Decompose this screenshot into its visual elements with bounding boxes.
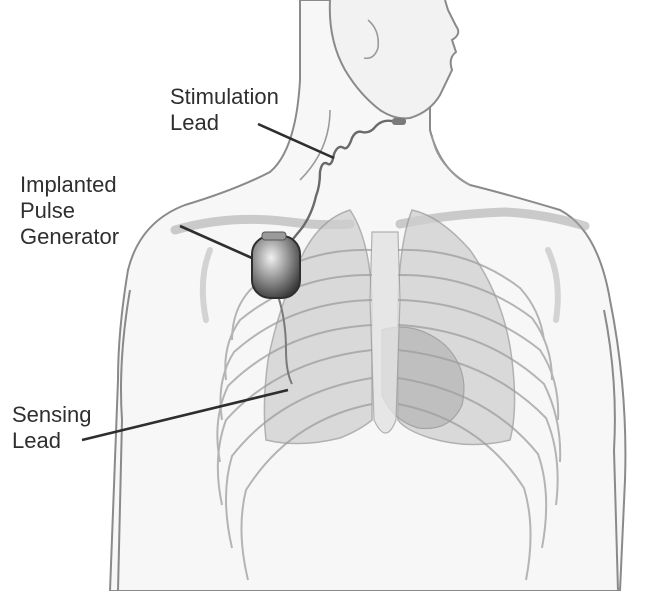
pulse-generator-label: Implanted Pulse Generator xyxy=(20,172,119,250)
pulse-generator-label-line1: Implanted xyxy=(20,172,119,198)
stimulation-lead-label-line2: Lead xyxy=(170,110,279,136)
stimulation-lead-label-line1: Stimulation xyxy=(170,84,279,110)
pulse-generator-label-line2: Pulse xyxy=(20,198,119,224)
stimulation-lead-label: Stimulation Lead xyxy=(170,84,279,136)
pulse-generator-device xyxy=(252,232,300,298)
sensing-lead-label-line2: Lead xyxy=(12,428,92,454)
pulse-generator-label-line3: Generator xyxy=(20,224,119,250)
sternum xyxy=(370,232,400,433)
stimulation-lead-electrode xyxy=(392,118,406,125)
sensing-lead-label-line1: Sensing xyxy=(12,402,92,428)
sensing-lead-label: Sensing Lead xyxy=(12,402,92,454)
